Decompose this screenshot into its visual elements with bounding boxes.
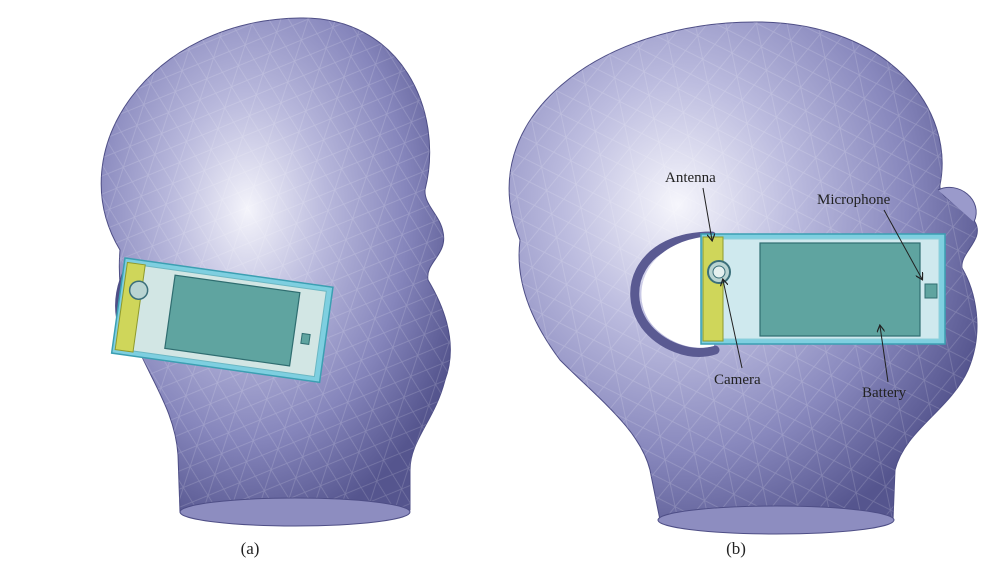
panel-label-a: (a)	[241, 539, 260, 558]
microphone-a	[301, 333, 310, 344]
panel-label-b: (b)	[726, 539, 746, 558]
camera-b-inner	[713, 266, 725, 278]
callout-camera-label: Camera	[714, 372, 761, 388]
callout-microphone-label: Microphone	[817, 192, 891, 208]
callout-battery-label: Battery	[862, 385, 907, 401]
callout-antenna-label: Antenna	[665, 170, 716, 186]
battery-b	[760, 243, 920, 336]
phone-model-b	[701, 234, 945, 344]
panel-b: Antenna Camera Microphone Battery (b)	[509, 22, 977, 558]
antenna-b	[703, 237, 723, 341]
microphone-b	[925, 284, 937, 298]
panel-a: (a)	[101, 18, 450, 558]
